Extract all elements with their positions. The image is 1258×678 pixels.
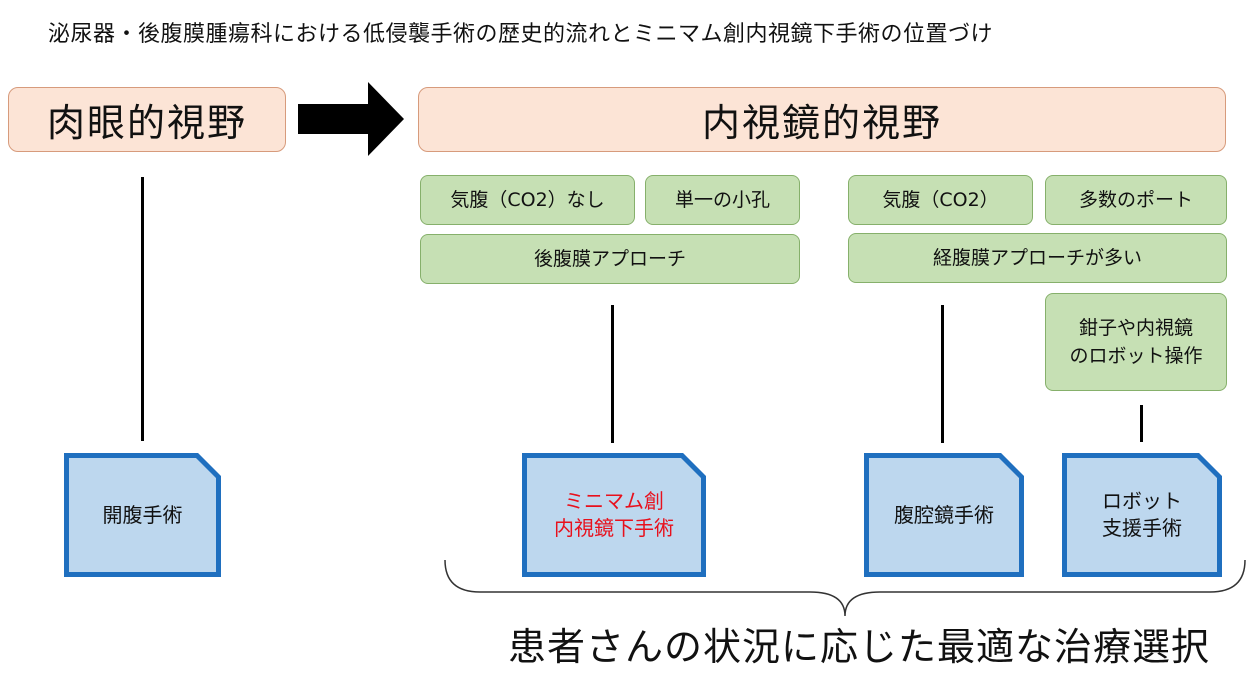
right-arrow-icon: [298, 82, 404, 156]
naked-eye-view-box: 肉眼的視野: [8, 87, 286, 152]
feature-no-insufflation: 気腹（CO2）なし: [420, 175, 635, 225]
procedure-open: 開腹手術: [64, 453, 221, 577]
feature-single-port-label: 単一の小孔: [674, 188, 770, 211]
feature-retroperitoneal-label: 後腹膜アプローチ: [533, 247, 686, 270]
connector-minimum-incision: [611, 305, 614, 443]
feature-robotic-control-label: 鉗子や内視鏡 のロボット操作: [1069, 316, 1203, 368]
feature-retroperitoneal: 後腹膜アプローチ: [420, 234, 800, 284]
connector-robotic: [1140, 405, 1143, 442]
naked-eye-view-label: 肉眼的視野: [46, 101, 247, 145]
procedure-minimum-incision-label: ミニマム創 内視鏡下手術: [554, 489, 674, 540]
grouping-brace: [444, 559, 1246, 617]
feature-transperitoneal: 経腹膜アプローチが多い: [848, 233, 1227, 283]
summary-text: 患者さんの状況に応じた最適な治療選択: [508, 625, 1211, 669]
feature-insufflation-label: 気腹（CO2）: [882, 188, 999, 211]
connector-open: [141, 177, 144, 441]
procedure-robotic-label: ロボット 支援手術: [1102, 489, 1182, 540]
endoscopic-view-label: 内視鏡的視野: [701, 101, 942, 145]
endoscopic-view-box: 内視鏡的視野: [418, 87, 1226, 152]
procedure-robotic: ロボット 支援手術: [1062, 453, 1222, 577]
connector-laparoscopic: [941, 305, 944, 443]
feature-insufflation: 気腹（CO2）: [848, 175, 1033, 225]
procedure-minimum-incision: ミニマム創 内視鏡下手術: [522, 453, 706, 577]
feature-multi-port: 多数のポート: [1045, 175, 1227, 225]
feature-robotic-control: 鉗子や内視鏡 のロボット操作: [1045, 293, 1227, 391]
feature-multi-port-label: 多数のポート: [1078, 188, 1193, 211]
procedure-laparoscopic-label: 腹腔鏡手術: [894, 502, 994, 527]
procedure-open-label: 開腹手術: [102, 502, 183, 527]
feature-transperitoneal-label: 経腹膜アプローチが多い: [932, 246, 1142, 269]
procedure-laparoscopic: 腹腔鏡手術: [864, 453, 1024, 577]
feature-no-insufflation-label: 気腹（CO2）なし: [450, 188, 605, 211]
feature-single-port: 単一の小孔: [645, 175, 800, 225]
diagram-title: 泌尿器・後腹膜腫瘍科における低侵襲手術の歴史的流れとミニマム創内視鏡下手術の位置…: [48, 22, 994, 47]
